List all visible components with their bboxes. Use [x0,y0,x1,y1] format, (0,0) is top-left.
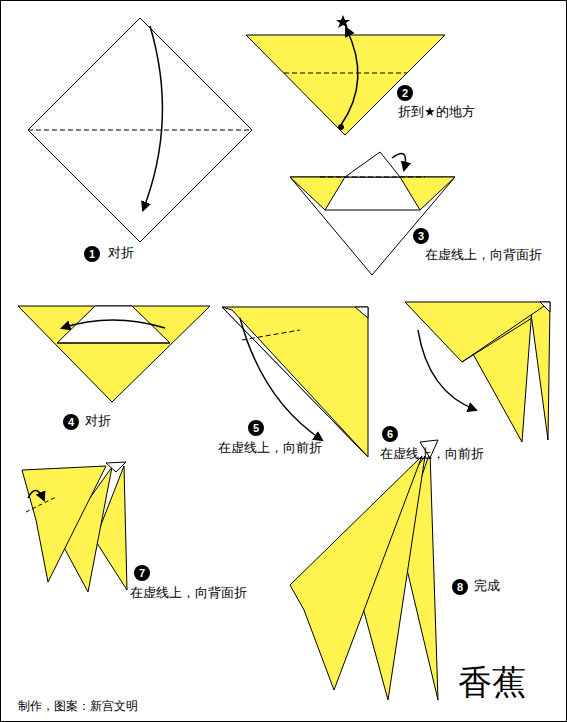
step-number-text: 2 [402,87,408,99]
step-number-text: 8 [457,581,463,593]
step-number-text: 7 [139,567,145,579]
step-caption: 在虚线上，向前折 [380,446,484,462]
step-number: 7 [134,565,150,581]
step-number-text: 1 [89,248,95,260]
step-number: 3 [413,228,429,244]
step-number: 6 [382,426,398,442]
step-number-text: 5 [253,422,259,434]
step-caption: 折到★的地方 [398,104,475,120]
credit-text: 制作，图案：新宫文明 [18,699,138,713]
step-caption: 对折 [85,413,111,429]
step-number: 1 [84,246,100,262]
step-caption: 对折 [108,245,134,261]
step-number-text: 3 [418,230,424,242]
step-number-text: 4 [68,416,74,428]
step-number: 2 [397,85,413,101]
step1-figure [28,18,252,242]
title-text: 香蕉 [458,662,526,703]
step-number: 8 [452,579,468,595]
step-caption: 在虚线上，向前折 [218,440,322,456]
step7-figure [22,462,127,592]
step4-figure [18,306,210,402]
step-caption: 在虚线上，向背面折 [425,247,542,263]
step-number: 5 [248,420,264,436]
step-caption: 完成 [474,578,500,594]
step-number: 4 [63,414,79,430]
step8-figure [290,440,438,700]
step-caption: 在虚线上，向背面折 [130,585,247,601]
step5-figure [222,307,368,457]
step-number-text: 6 [387,428,393,440]
step6-figure [405,302,550,442]
